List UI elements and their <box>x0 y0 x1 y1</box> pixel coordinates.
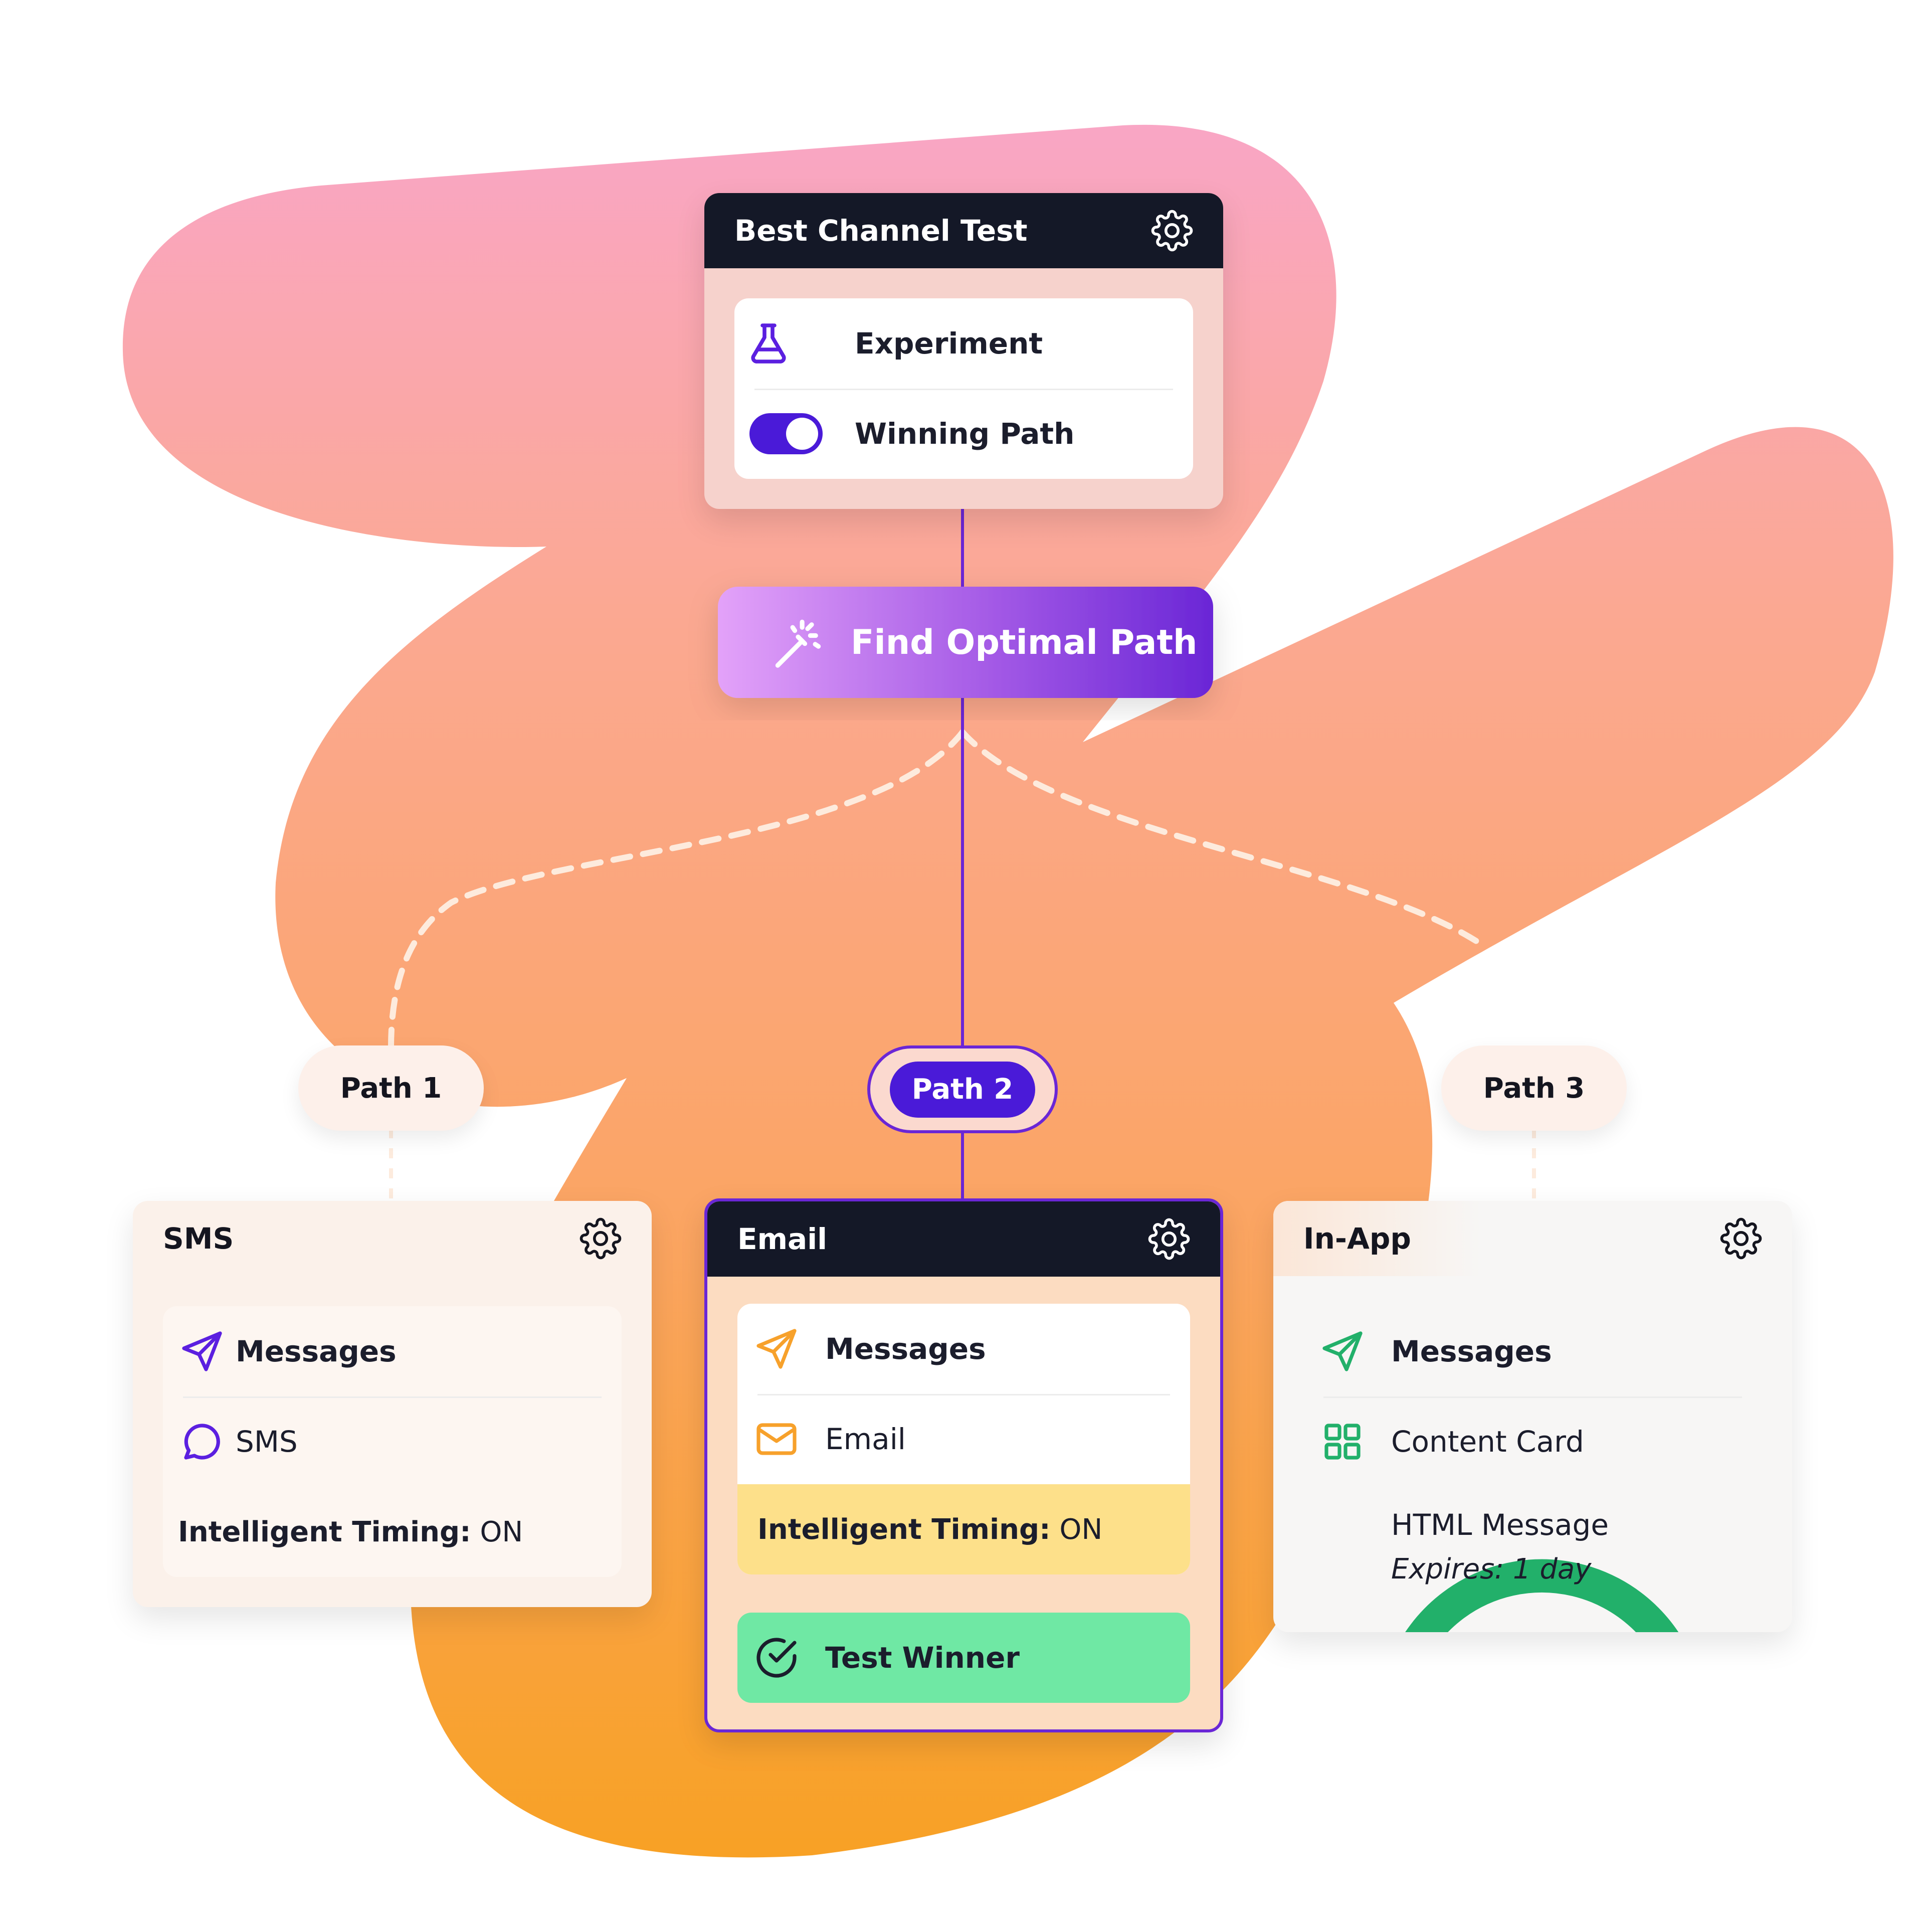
magic-wand-icon <box>775 619 821 668</box>
row-divider <box>754 389 1173 390</box>
experiment-label: Experiment <box>855 326 1043 361</box>
winning-path-row: Winning Path <box>734 389 1193 479</box>
email-card-body: Messages Email Intelligent Timing: ON <box>737 1304 1190 1574</box>
send-icon <box>182 1331 222 1371</box>
content-card-label: Content Card <box>1391 1425 1584 1459</box>
messages-label: Messages <box>825 1332 986 1366</box>
gear-icon[interactable] <box>1151 210 1193 252</box>
winning-path-label: Winning Path <box>855 417 1075 451</box>
mail-icon <box>756 1423 797 1455</box>
card-title: SMS <box>163 1221 234 1256</box>
chat-bubble-icon <box>184 1424 220 1460</box>
card-header: Best Channel Test <box>704 193 1223 268</box>
messages-label: Messages <box>1391 1334 1552 1368</box>
sms-label: SMS <box>236 1425 298 1459</box>
path-1-pill[interactable]: Path 1 <box>298 1045 484 1131</box>
experiment-row: Experiment <box>734 298 1193 389</box>
send-icon <box>756 1329 797 1369</box>
in-app-card-body: Messages Content Card HTML Message Expi <box>1303 1306 1762 1632</box>
find-optimal-path-label: Find Optimal Path <box>851 622 1198 662</box>
expires-label: Expires: 1 day <box>1391 1553 1592 1586</box>
card-title: Best Channel Test <box>734 214 1028 248</box>
html-message-label: HTML Message <box>1391 1508 1609 1542</box>
timing-label: Intelligent Timing: <box>757 1513 1051 1546</box>
test-winner-label: Test Winner <box>825 1641 1020 1675</box>
grid-icon <box>1324 1424 1361 1460</box>
messages-row: Messages <box>737 1304 1190 1394</box>
sms-card-body: Messages SMS Intelligent Timing: ON <box>163 1306 622 1577</box>
send-icon <box>1322 1331 1363 1371</box>
email-row: Email <box>737 1394 1190 1484</box>
email-label: Email <box>825 1422 906 1456</box>
row-divider <box>757 1394 1170 1395</box>
find-optimal-path-button[interactable]: Find Optimal Path <box>718 587 1213 698</box>
sms-row: SMS <box>163 1396 622 1487</box>
messages-label: Messages <box>236 1334 397 1368</box>
winning-path-toggle[interactable] <box>749 413 823 454</box>
row-divider <box>183 1396 602 1398</box>
best-channel-test-card: Best Channel Test Experiment Winni <box>704 193 1223 509</box>
top-card-body: Experiment Winning Path <box>734 298 1193 479</box>
html-message-row: HTML Message Expires: 1 day <box>1303 1487 1762 1632</box>
path-2-pill-outer[interactable]: Path 2 <box>867 1045 1058 1133</box>
card-title: Email <box>737 1222 827 1256</box>
path-3-pill[interactable]: Path 3 <box>1441 1045 1627 1131</box>
message-dots-icon <box>1405 1559 1679 1632</box>
card-header: Email <box>707 1201 1220 1277</box>
dashed-connector-left <box>388 729 966 1051</box>
sms-card: SMS Messages SMS Intell <box>133 1201 652 1607</box>
card-title: In-App <box>1303 1221 1411 1256</box>
messages-row: Messages <box>1303 1306 1762 1396</box>
gear-icon[interactable] <box>1720 1217 1762 1260</box>
email-card: Email Messages Email <box>704 1198 1223 1732</box>
toggle-knob <box>786 418 818 450</box>
content-card-row: Content Card <box>1303 1396 1762 1487</box>
flask-icon <box>751 323 786 364</box>
gear-icon[interactable] <box>580 1217 622 1260</box>
timing-value: ON <box>480 1515 523 1548</box>
test-winner-badge: Test Winner <box>737 1613 1190 1703</box>
messages-row: Messages <box>163 1306 622 1396</box>
timing-value: ON <box>1059 1513 1103 1546</box>
row-divider <box>1323 1396 1742 1398</box>
path-2-pill: Path 2 <box>890 1061 1035 1118</box>
intelligent-timing-row: Intelligent Timing: ON <box>737 1484 1190 1574</box>
timing-label: Intelligent Timing: <box>178 1515 471 1548</box>
intelligent-timing-row: Intelligent Timing: ON <box>163 1487 622 1577</box>
gear-icon[interactable] <box>1148 1218 1190 1260</box>
check-circle-icon <box>756 1638 797 1678</box>
dashed-connector-right <box>959 729 1482 946</box>
card-header: In-App <box>1273 1201 1792 1276</box>
card-header: SMS <box>133 1201 652 1276</box>
in-app-card: In-App Messages <box>1273 1201 1792 1632</box>
